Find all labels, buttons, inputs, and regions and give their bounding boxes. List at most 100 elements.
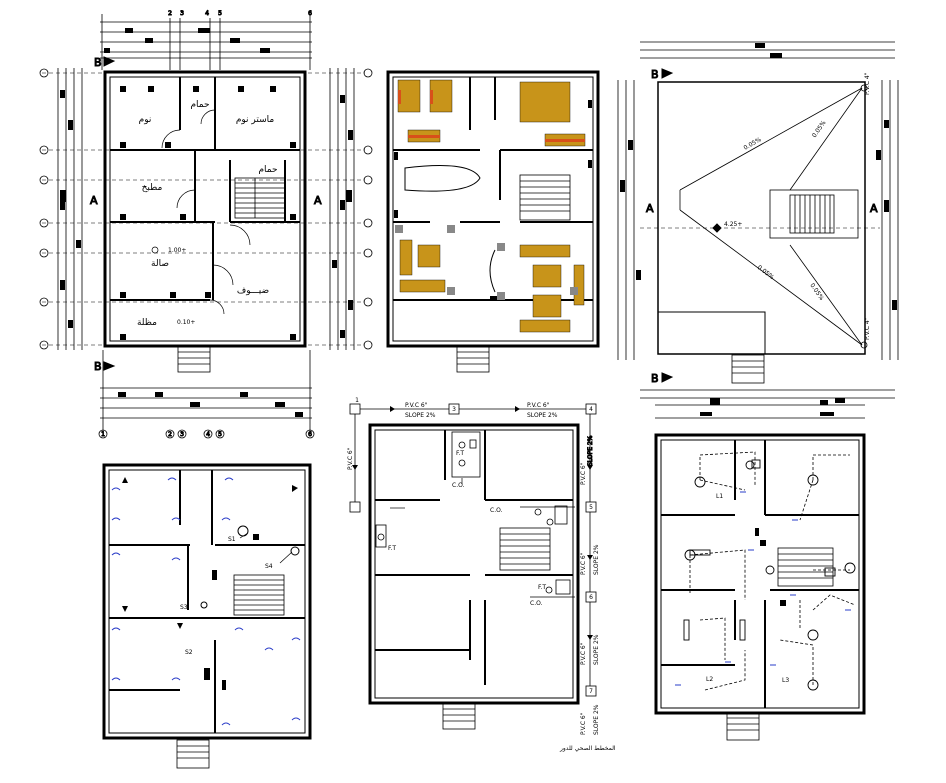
grid-marker-6 (585, 591, 597, 603)
slope-label-1: SLOPE 2% (405, 412, 436, 419)
slope-label-5: SLOPE 2% (593, 704, 600, 735)
floor-trap-icon (546, 518, 554, 526)
grid-top-2: 2 (168, 10, 172, 17)
fluorescent-light-icon (683, 619, 690, 641)
room-label-bedroom: نوم (139, 115, 152, 125)
stair (234, 177, 286, 219)
fitting-ft-2: F.T (388, 545, 396, 552)
floor-trap-icon (458, 441, 466, 449)
switch-label-s3: S3 (180, 604, 188, 611)
drain-point-icon (860, 84, 868, 92)
grid-top-6: 6 (308, 10, 312, 17)
bed-icon (429, 79, 453, 113)
dining-table-icon (532, 264, 562, 288)
switch-plan (102, 463, 312, 769)
grid-bottom-6: 6 (308, 431, 312, 438)
grid-bottom-1: 1 (101, 431, 105, 438)
grid-bottom-3: 3 (180, 431, 184, 438)
drain-grid-1: 1 (355, 397, 359, 404)
drain-grid-7: 7 (589, 688, 593, 695)
pipe-label-1: P.V.C 6" (405, 402, 428, 409)
grid-top-5: 5 (218, 10, 222, 17)
level-marker-icon (151, 246, 159, 254)
drainage-caption: المخطط الصحي للدور (559, 745, 616, 752)
water-heater-icon (253, 534, 259, 540)
pipe-label-5: P.V.C 6" (580, 552, 587, 575)
room-label-guest: ضيـــوف (237, 286, 269, 296)
level-entrance: 0.10+ (177, 319, 195, 326)
room-label-hall: صالة (151, 259, 169, 269)
drain-grid-4: 4 (589, 406, 593, 413)
fitting-co-2: C.O. (490, 507, 503, 514)
drain-grid-3: 3 (452, 406, 456, 413)
wc-icon (458, 459, 466, 467)
switch-label-s1: S1 (228, 536, 236, 543)
slope-label-3: SLOPE 2% (593, 544, 600, 575)
bed-icon (397, 79, 421, 113)
tv-outlet-icon (177, 623, 183, 629)
wc-icon (534, 508, 542, 516)
pipe-label-6: P.V.C 6" (580, 642, 587, 665)
exhaust-fan-icon (290, 546, 300, 556)
side-dimension-lines (57, 68, 355, 350)
grid-top-3: 3 (180, 10, 184, 17)
grid-marker-4 (585, 403, 597, 415)
kitchen-sink-icon (375, 524, 387, 548)
ceiling-light-icon (807, 629, 819, 641)
room-label-kitchen: مطبخ (142, 183, 163, 193)
room-label-bath1: حمام (190, 100, 209, 110)
lighting-plan (654, 398, 866, 741)
section-mark-a-left: A (646, 202, 654, 215)
drainage-plan: SLOPE 2% (349, 403, 597, 730)
light-label-l1: L1 (716, 493, 723, 500)
section-mark-b-top: B (651, 68, 659, 81)
roof-plan: B B A A (617, 41, 899, 405)
wall-light-icon (765, 565, 775, 575)
switch-label-s2: S2 (185, 649, 193, 656)
distribution-board-icon (204, 668, 210, 680)
tv-outlet-icon (292, 485, 298, 492)
grid-bottom-4: 4 (206, 431, 210, 438)
room-label-bath2: حمام (258, 165, 277, 175)
roof-level: 4.25+ (724, 221, 742, 228)
level-hall: 1.00+ (168, 247, 186, 254)
telephone-outlet-icon (122, 477, 128, 483)
section-mark-a-left: A (90, 194, 98, 207)
floor-trap-icon (545, 586, 553, 594)
pipe-label-7: P.V.C 6" (580, 712, 587, 735)
furniture-plan (386, 70, 600, 373)
switch-icon (200, 601, 208, 609)
sofa-icon (399, 239, 413, 276)
fitting-ft-3: F.T (538, 584, 546, 591)
grid-marker-1b (349, 501, 361, 513)
section-mark-a-right: A (314, 194, 322, 207)
switch-label-s4: S4 (265, 563, 273, 570)
grid-marker-1 (349, 403, 361, 415)
grid-marker-5 (585, 501, 597, 513)
section-mark-b-top: B (94, 56, 102, 69)
ground-floor-plan: 2 3 4 5 6 (39, 10, 373, 439)
grid-bottom-2: 2 (168, 431, 172, 438)
grid-bottom-5: 5 (218, 431, 222, 438)
pipe-label-2: P.V.C 6" (527, 402, 550, 409)
ceiling-light-icon (694, 476, 706, 488)
sofa-icon (519, 319, 571, 333)
roof-pipe-label-bottom: P.V.C 4" (864, 317, 871, 340)
drain-grid-6: 6 (589, 594, 593, 601)
pipe-label-4: P.V.C 6" (580, 462, 587, 485)
coffee-table-icon (417, 244, 441, 268)
slope-label-2: SLOPE 2% (527, 412, 558, 419)
ceiling-light-icon (807, 474, 819, 486)
grid-top-4: 4 (205, 10, 209, 17)
sofa-icon (573, 264, 585, 306)
entrance-steps (177, 345, 211, 373)
section-mark-b-bottom: B (651, 372, 659, 385)
ceiling-light-icon (844, 562, 856, 574)
fitting-co-1: C.O. (452, 482, 465, 489)
slope-label-4: SLOPE 2% (593, 634, 600, 665)
sofa-icon (519, 244, 571, 258)
dining-table-icon (532, 294, 562, 318)
telephone-outlet-icon (122, 606, 128, 612)
wall-light-icon (745, 460, 755, 470)
